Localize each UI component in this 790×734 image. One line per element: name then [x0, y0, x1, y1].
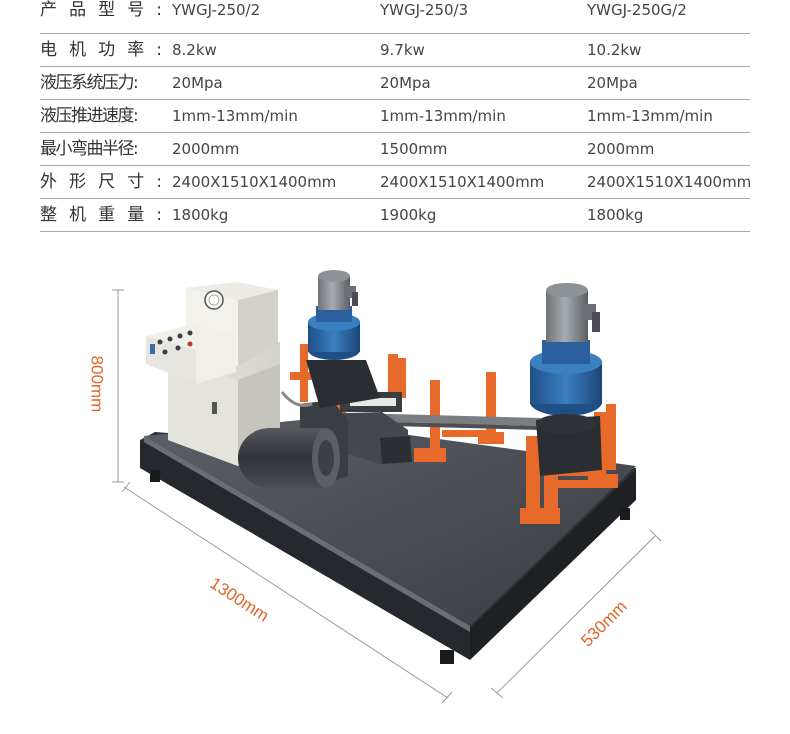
spec-value: 10.2kw [587, 41, 642, 59]
spec-value: 9.7kw [380, 41, 425, 59]
spec-value: 1800kg [587, 206, 644, 224]
motor-unit-left [306, 270, 380, 408]
machine-illustration [112, 270, 662, 704]
dimension-height-label: 800mm [87, 355, 107, 413]
dimension-lines [112, 289, 662, 704]
spec-label: 最小弯曲半径: [40, 139, 139, 159]
spec-value: 2400X1510X1400mm [587, 173, 752, 191]
spec-row-motor-power: 电机功率: 8.2kw 9.7kw 10.2kw [40, 34, 750, 67]
spec-row-min-radius: 最小弯曲半径: 2000mm 1500mm 2000mm [40, 133, 750, 166]
spec-label: 外形尺寸: [40, 172, 162, 192]
spec-value: YWGJ-250/2 [172, 1, 261, 19]
spec-row-model: 产品型号: YWGJ-250/2 YWGJ-250/3 YWGJ-250G/2 [40, 0, 750, 34]
spec-value: 2400X1510X1400mm [172, 173, 337, 191]
spec-value: 2400X1510X1400mm [380, 173, 545, 191]
spec-value: 20Mpa [172, 74, 223, 92]
spec-value: YWGJ-250/3 [380, 1, 469, 19]
spec-value: 1mm-13mm/min [380, 107, 506, 125]
spec-value: 1mm-13mm/min [587, 107, 713, 125]
spec-value: 20Mpa [380, 74, 431, 92]
spec-label: 液压系统压力: [40, 73, 139, 93]
spec-value: 2000mm [587, 140, 655, 158]
spec-value: 1900kg [380, 206, 437, 224]
spec-row-feed-speed: 液压推进速度: 1mm-13mm/min 1mm-13mm/min 1mm-13… [40, 100, 750, 133]
spec-value: YWGJ-250G/2 [587, 1, 687, 19]
spec-value: 8.2kw [172, 41, 217, 59]
motor-unit-right [530, 283, 602, 476]
spec-row-dimensions: 外形尺寸: 2400X1510X1400mm 2400X1510X1400mm … [40, 166, 752, 199]
spec-row-weight: 整机重量: 1800kg 1900kg 1800kg [40, 199, 750, 232]
spec-label: 产品型号: [40, 0, 162, 20]
spec-value: 1mm-13mm/min [172, 107, 298, 125]
spec-label: 液压推进速度: [40, 106, 139, 126]
spec-label: 电机功率: [40, 40, 162, 60]
spec-value: 20Mpa [587, 74, 638, 92]
spec-row-hydraulic-pressure: 液压系统压力: 20Mpa 20Mpa 20Mpa [40, 67, 750, 100]
hydraulic-hose [280, 391, 313, 407]
bending-roller [238, 392, 412, 488]
spec-value: 1500mm [380, 140, 448, 158]
spec-value: 1800kg [172, 206, 229, 224]
spec-label: 整机重量: [40, 205, 162, 225]
spec-table: 产品型号: YWGJ-250/2 YWGJ-250/3 YWGJ-250G/2 … [40, 0, 752, 232]
spec-value: 2000mm [172, 140, 240, 158]
